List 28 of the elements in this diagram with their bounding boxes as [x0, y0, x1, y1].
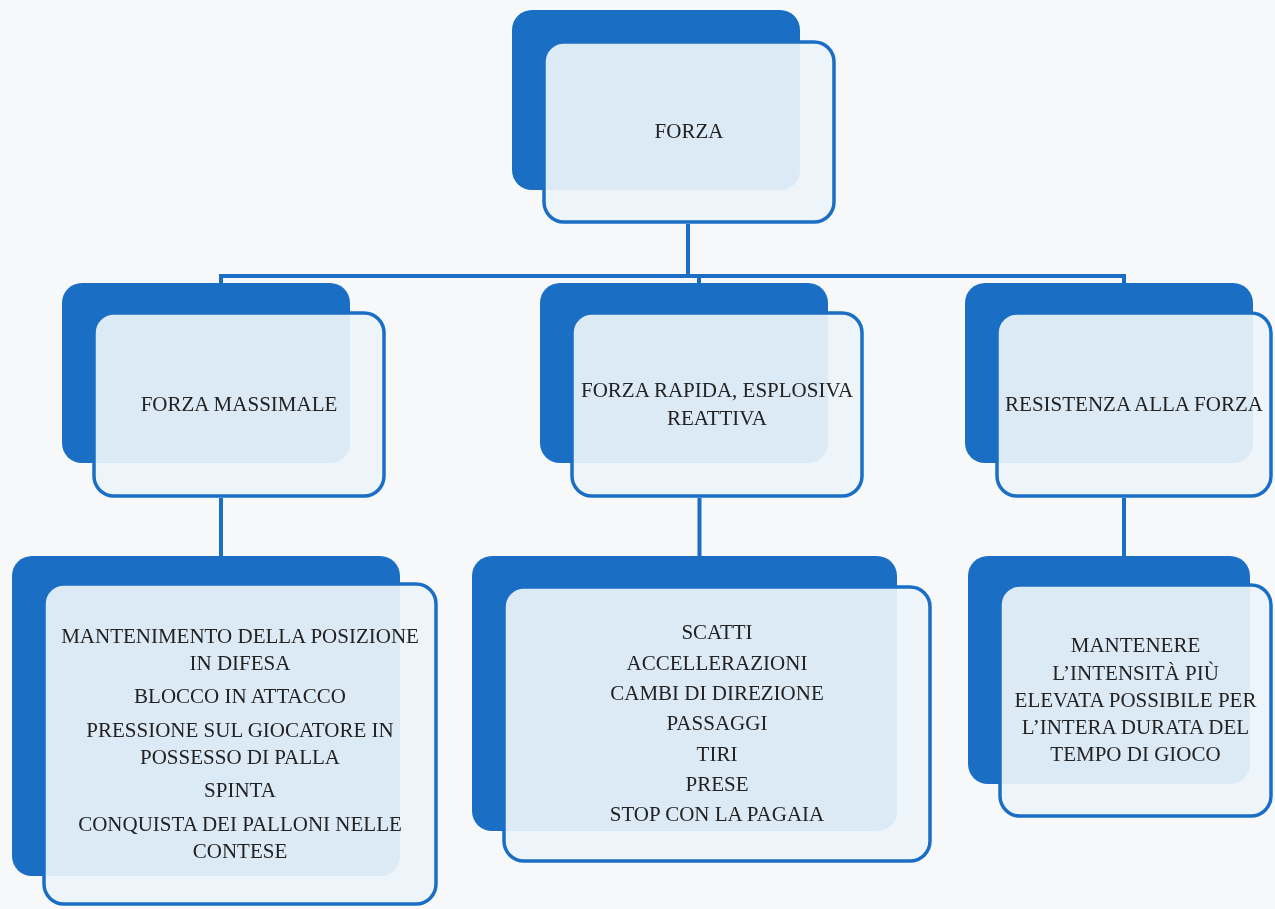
process-box: [540, 283, 864, 498]
box-text: STOP CON LA PAGAIA: [609, 801, 825, 829]
box-text: BLOCCO IN ATTACCO: [134, 683, 346, 711]
box-text: ACCELLERAZIONI: [626, 649, 808, 677]
box-text: CONQUISTA DEI PALLONI NELLE CONTESE: [77, 810, 403, 865]
box-text: CAMBI DI DIREZIONE: [610, 680, 824, 708]
process-box: [965, 283, 1273, 498]
process-box: [12, 556, 438, 906]
box-text: FORZA RAPIDA, ESPLOSIVA REATTIVA: [579, 377, 855, 432]
connector-line: [697, 498, 702, 556]
box-text: TIRI: [696, 740, 738, 768]
box-text: MANTENIMENTO DELLA POSIZIONE IN DIFESA: [60, 622, 420, 678]
box-text: FORZA MASSIMALE: [140, 390, 338, 418]
box-text: RESISTENZA ALLA FORZA: [1005, 390, 1263, 418]
box-text: PASSAGGI: [666, 710, 768, 738]
process-box: [512, 10, 836, 224]
process-box: [62, 283, 386, 498]
box-text: PRESSIONE SUL GIOCATORE IN POSSESSO DI PALLA: [85, 716, 395, 771]
box-text: SCATTI: [681, 619, 753, 647]
box-text: PRESE: [685, 770, 749, 798]
connector-line: [686, 224, 1126, 283]
box-text: MANTENERE L’INTENSITÀ PIÙ ELEVATA POSSIBILE PER L’INTERA DURATA DEL TEMPO DI GIOCO: [1013, 632, 1258, 769]
process-box: [968, 556, 1273, 818]
box-text: SPINTA: [204, 777, 276, 805]
connector-line: [1122, 498, 1126, 556]
connector-line: [219, 498, 223, 556]
box-text: FORZA: [654, 118, 724, 146]
process-box: [472, 556, 932, 863]
